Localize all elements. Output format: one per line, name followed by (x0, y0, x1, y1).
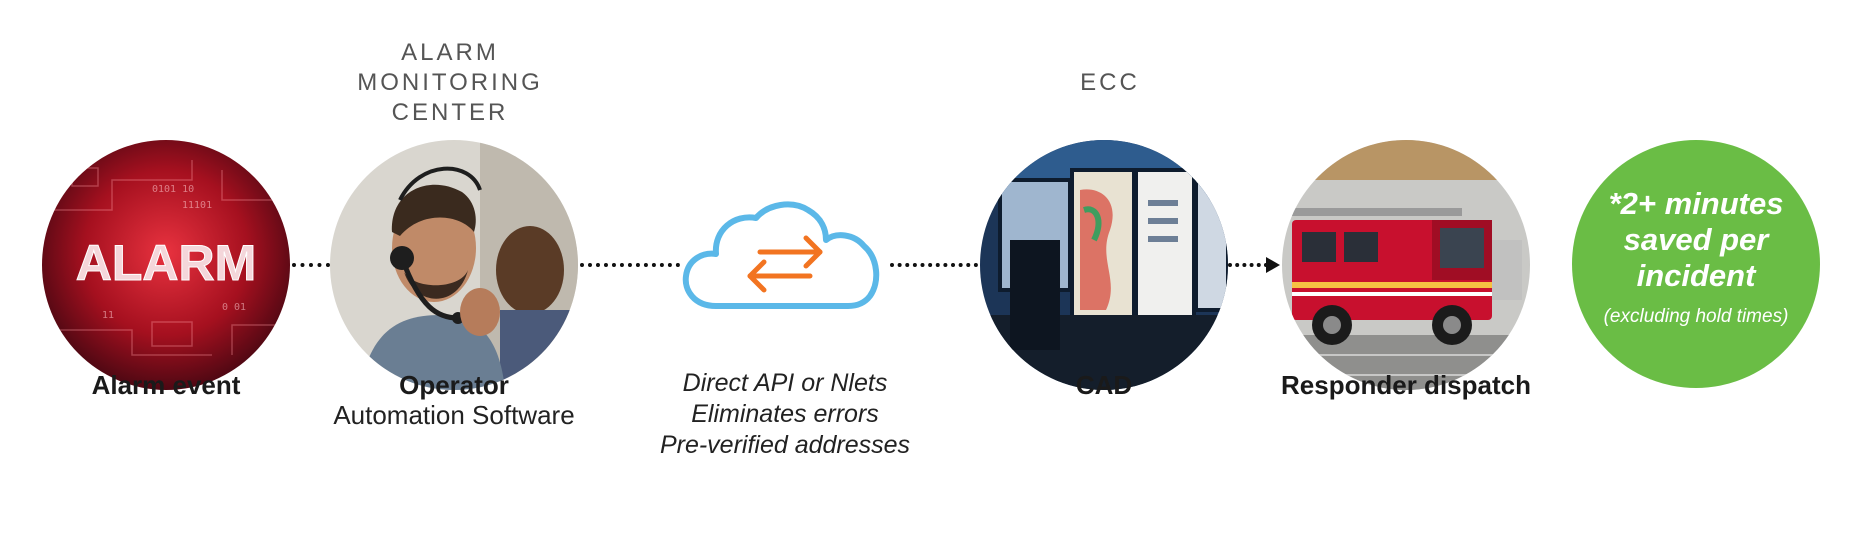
benefit-line: Direct API or Nlets (682, 369, 888, 397)
benefit-line: Pre-verified addresses (659, 431, 911, 459)
ecc-header: ECC (1080, 69, 1140, 96)
time-saved-badge: *2+ minutes saved per incident (excludin… (1572, 140, 1820, 388)
alarm-photo: 0101 10 11101 11 0 01 ALARM (42, 140, 290, 390)
responder-dispatch-image (1282, 140, 1530, 390)
automation-software-label: Automation Software (333, 400, 575, 430)
connector-operator-cloud (580, 263, 680, 267)
operator-label: Operator (399, 370, 509, 400)
alarm-event-label: Alarm event (91, 370, 241, 400)
fire-truck-photo (1282, 140, 1530, 390)
svg-text:11: 11 (102, 310, 114, 321)
benefit-line: Eliminates errors (691, 400, 879, 428)
alarm-monitoring-center-header: ALARM MONITORING CENTER (357, 39, 543, 126)
connector-alarm-operator (292, 263, 330, 267)
integration-benefits-text: Direct API or Nlets Eliminates errors Pr… (630, 368, 940, 461)
svg-text:0101 10: 0101 10 (152, 184, 194, 195)
time-saved-text: *2+ minutes saved per incident (1608, 186, 1784, 293)
arrowhead-icon (1266, 257, 1280, 273)
cloud-exchange-icon (680, 200, 890, 312)
cad-label: CAD (1075, 370, 1133, 400)
svg-text:11101: 11101 (182, 200, 212, 211)
connector-cloud-cad (890, 263, 978, 267)
hold-times-note: (excluding hold times) (1603, 306, 1789, 327)
operator-photo (330, 140, 578, 390)
svg-text:ALARM: ALARM (76, 235, 257, 291)
operator-image (330, 140, 578, 390)
dispatch-monitors-photo (980, 140, 1228, 390)
alarm-event-image: 0101 10 11101 11 0 01 ALARM (42, 140, 290, 390)
responder-dispatch-label: Responder dispatch (1281, 370, 1531, 400)
svg-text:0 01: 0 01 (222, 302, 246, 313)
connector-cad-dispatch (1228, 263, 1268, 267)
cad-image (980, 140, 1228, 390)
